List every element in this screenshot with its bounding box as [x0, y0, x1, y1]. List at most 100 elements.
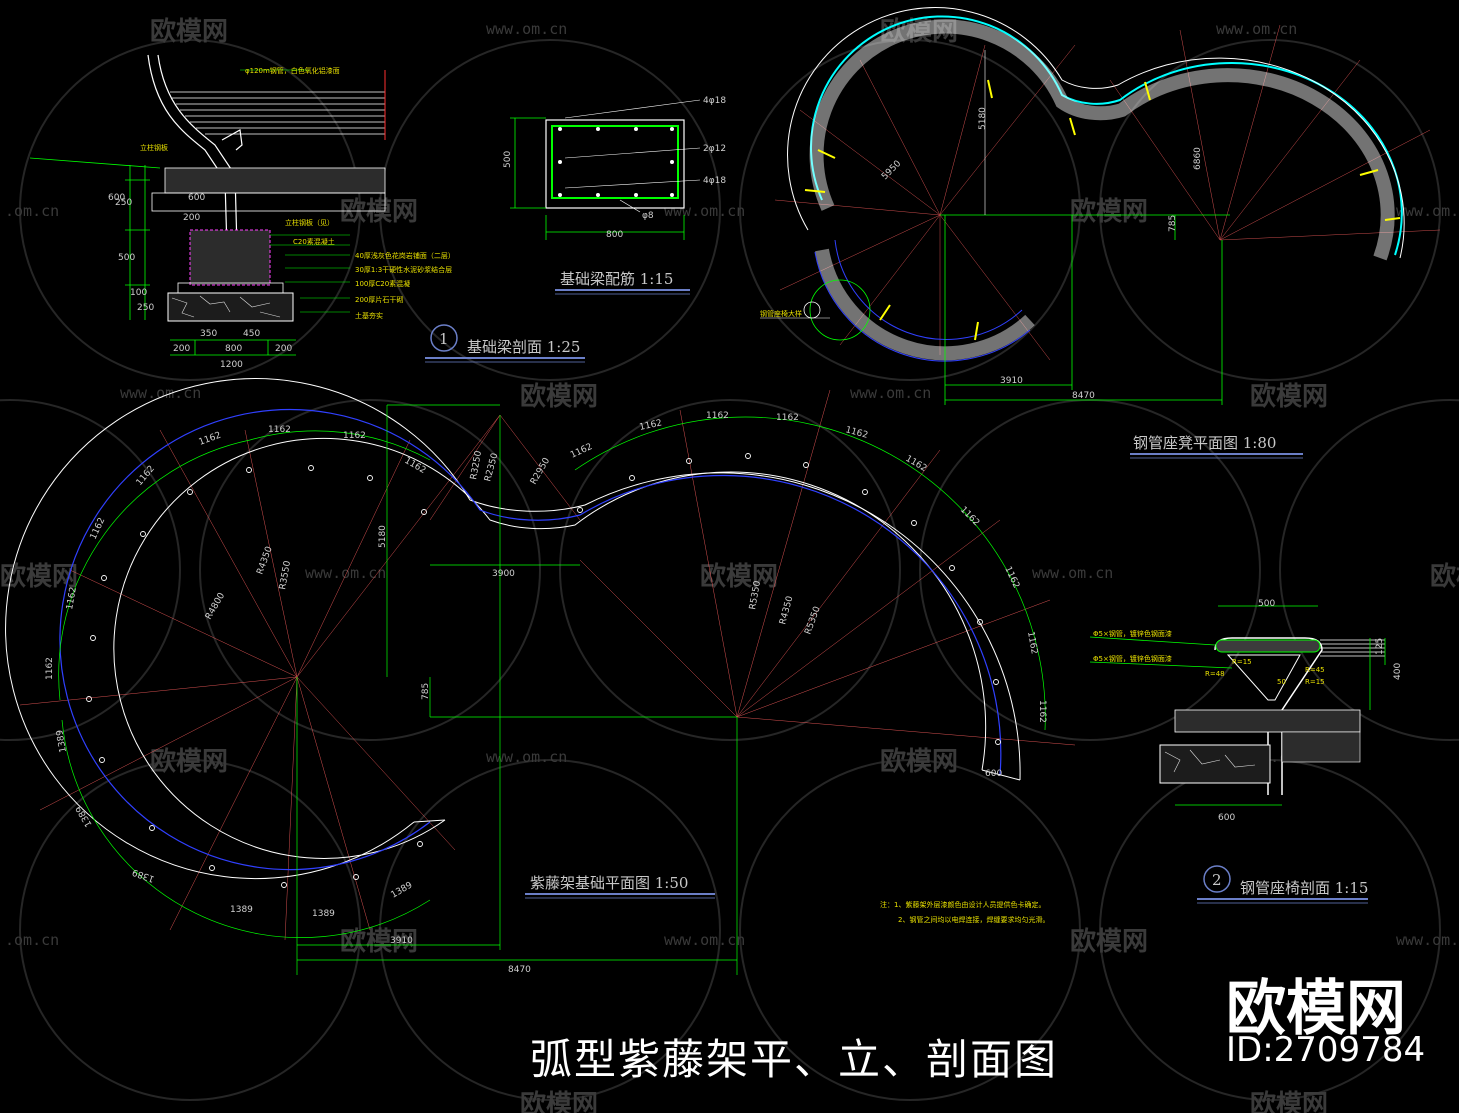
dim-label: 1162: [706, 411, 729, 421]
watermark-logo: 欧模网: [1070, 196, 1148, 227]
dim-label: 50: [1277, 678, 1286, 686]
foundation-plan-dimensions: 1162 1162 1162 1162 1162 1162 1162 1162 …: [45, 411, 1047, 975]
beam-section-drawing: 200 800 200 1200 350 450 600 250 600 500…: [29, 54, 585, 370]
watermark-logo: 欧模网: [1250, 1089, 1328, 1113]
section-number-circle: [1203, 865, 1231, 893]
watermark-url: www.om.cn: [1032, 564, 1113, 582]
dim-label: 1162: [1025, 631, 1039, 655]
dim-label: 8470: [1072, 391, 1095, 401]
dim-label: 100: [130, 288, 147, 298]
dim-label: 250: [137, 303, 154, 313]
dim-label: 1162: [198, 431, 223, 448]
dim-label: 5180: [978, 107, 988, 130]
watermark-url: www.om.cn: [486, 748, 567, 766]
rebar-label: 4φ18: [703, 176, 726, 186]
drawing-title: 紫藤架基础平面图 1:50: [530, 874, 688, 892]
beam-rebar-drawing: 800 500 4φ18 2φ12 4φ18 φ8 基础梁配筋 1:15: [503, 96, 726, 295]
rebar-label: 4φ18: [703, 96, 726, 106]
drawing-title: 钢管座凳平面图 1:80: [1133, 434, 1276, 452]
dim-label: R=15: [1305, 678, 1325, 686]
note-text: 立柱钢板: [140, 143, 168, 152]
note-text: 立柱钢板（见）: [285, 218, 334, 227]
brand-logo: 欧模网: [1226, 974, 1406, 1044]
dim-label: 450: [243, 329, 260, 339]
section-number: 1: [439, 330, 449, 348]
watermark-logo: 欧模网: [700, 561, 778, 592]
dim-label: R4350: [778, 595, 795, 626]
dim-label: 6860: [1193, 147, 1203, 170]
dim-label: 600: [188, 193, 205, 203]
beam-section-notes: φ120m钢管，白色氧化铝漆面 立柱钢板 40厚浅灰色花岗岩铺面（二层） 30厚…: [140, 66, 455, 320]
watermark-url: www.om.cn: [305, 564, 386, 582]
note-text: 土基夯实: [355, 311, 383, 320]
watermark-logo: 欧模网: [150, 746, 228, 777]
watermark-logo: 欧模网: [150, 16, 228, 47]
brand-id: ID:2709784: [1226, 1030, 1426, 1070]
dim-label: 3910: [1000, 376, 1023, 386]
watermark-url: www.om.cn: [664, 931, 745, 949]
dim-label: 600: [108, 193, 125, 203]
drawing-title: 钢管座椅剖面 1:15: [1240, 879, 1368, 897]
watermark-logo: 欧模网: [340, 926, 418, 957]
watermark-logo: 欧模网: [1250, 381, 1328, 412]
dim-label: 200: [173, 344, 190, 354]
dim-label: 250: [115, 198, 132, 208]
dim-label: R=15: [1232, 658, 1252, 666]
dim-label: 800: [606, 230, 623, 240]
watermark-url: www.om.cn: [1396, 931, 1459, 949]
dim-label: 1162: [268, 425, 291, 435]
dim-label: 1162: [1002, 565, 1021, 590]
bench-section-drawing: 500 600 125 400 R=15 R=45 R=48 R=15 50 Φ…: [1089, 599, 1403, 904]
beam-section-dimensions: 200 800 200 1200 350 450 600 250 600 500…: [108, 193, 292, 370]
dim-label: 800: [225, 344, 242, 354]
watermark-logo: 欧模网: [880, 16, 958, 47]
dim-label: 200: [275, 344, 292, 354]
dim-label: R3250: [469, 450, 484, 481]
watermark-logo: 欧模网: [880, 746, 958, 777]
note-text: 200厚片石干砌: [355, 295, 403, 304]
dim-label: 785: [1168, 215, 1178, 232]
dim-label: 600: [985, 769, 1002, 779]
dim-label: R5350: [803, 605, 822, 636]
drawing-title: 基础梁剖面 1:25: [467, 338, 580, 356]
dim-label: 1162: [639, 418, 663, 433]
dim-label: 1162: [65, 586, 79, 610]
note-text: C20素混凝土: [293, 237, 335, 246]
watermark-url: www.om.cn: [664, 202, 745, 220]
dim-label: 8470: [508, 965, 531, 975]
dim-label: 785: [421, 683, 431, 700]
dim-label: R=48: [1205, 670, 1225, 678]
watermark-logo: 欧模网: [520, 1089, 598, 1113]
dim-label: R3550: [278, 560, 293, 591]
drawing-title: 基础梁配筋 1:15: [560, 270, 673, 288]
watermark-url: .om.cn: [5, 931, 59, 949]
watermark-url: www.om.cn: [1396, 202, 1459, 220]
note-text: φ120m钢管，白色氧化铝漆面: [245, 66, 340, 75]
dim-label: 1389: [74, 803, 94, 828]
dim-label: 1162: [89, 516, 108, 541]
dim-label: R4800: [204, 591, 227, 621]
dim-label: R=45: [1305, 666, 1325, 674]
watermark-logo: 欧模网: [1070, 926, 1148, 957]
dim-label: 1389: [230, 905, 253, 915]
dim-label: 5180: [378, 525, 388, 548]
section-number-circle: [430, 324, 458, 352]
note-text: 30厚1:3干硬性水泥砂浆结合层: [355, 265, 452, 274]
watermark-url: www.om.cn: [1216, 20, 1297, 38]
watermark-url: www.om.cn: [486, 20, 567, 38]
dim-label: 1200: [220, 360, 243, 370]
dim-label: R2350: [483, 452, 500, 483]
dim-label: 1162: [1037, 700, 1047, 723]
note-text: 40厚浅灰色花岗岩铺面（二层）: [355, 251, 455, 260]
note-line: 注：1、紫藤架外层漆颜色由设计人员提供色卡确定。: [880, 900, 1045, 909]
dim-label: 3910: [390, 936, 413, 946]
foundation-plan-drawing: 1162 1162 1162 1162 1162 1162 1162 1162 …: [5, 378, 1076, 975]
dim-label: 400: [1393, 663, 1403, 680]
dim-label: 350: [200, 329, 217, 339]
dim-label: 600: [1218, 813, 1235, 823]
watermark-url: .om.cn: [5, 202, 59, 220]
dim-label: 500: [1258, 599, 1275, 609]
dim-label: 500: [118, 253, 135, 263]
note-text: 100厚C20素混凝: [355, 279, 410, 288]
